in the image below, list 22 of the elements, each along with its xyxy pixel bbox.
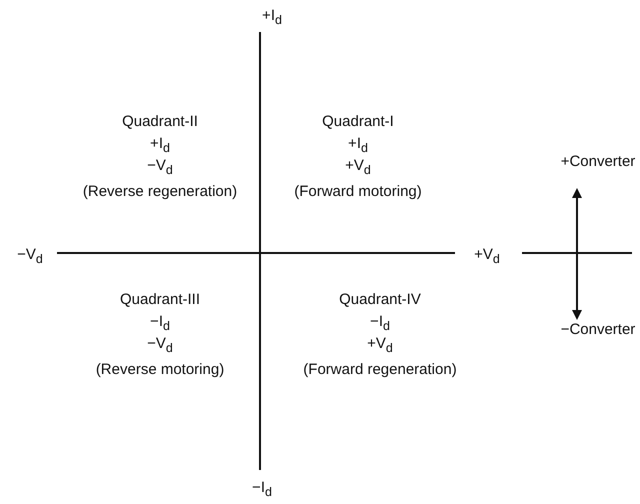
mode-description: (Reverse motoring) <box>96 362 224 378</box>
axis-label: +I$_{d}$ <box>262 8 282 28</box>
quadrant-title: Quadrant-II <box>122 114 198 130</box>
quadrant-title: Quadrant-I <box>322 114 394 130</box>
mode-description: (Forward regeneration) <box>303 362 457 378</box>
converter-label: −Converter <box>560 322 636 338</box>
voltage-sign: +V$_{d}$ <box>367 336 393 356</box>
mode-description: (Forward motoring) <box>294 184 422 200</box>
current-sign: −I$_{d}$ <box>150 314 170 334</box>
quadrant-title: Quadrant-IV <box>339 292 421 308</box>
voltage-sign: −V$_{d}$ <box>147 336 173 356</box>
mode-description: (Reverse regeneration) <box>82 184 238 200</box>
axis-label: −I$_{d}$ <box>252 480 272 500</box>
axis-label: +V$_{d}$ <box>474 247 500 267</box>
current-sign: +I$_{d}$ <box>150 136 170 156</box>
voltage-sign: −V$_{d}$ <box>147 158 173 178</box>
axis-label: −V$_{d}$ <box>17 247 43 267</box>
current-sign: −I$_{d}$ <box>370 314 390 334</box>
voltage-sign: +V$_{d}$ <box>345 158 371 178</box>
converter-label: +Converter <box>560 154 636 170</box>
current-sign: +I$_{d}$ <box>348 136 368 156</box>
quadrant-title: Quadrant-III <box>120 292 200 308</box>
